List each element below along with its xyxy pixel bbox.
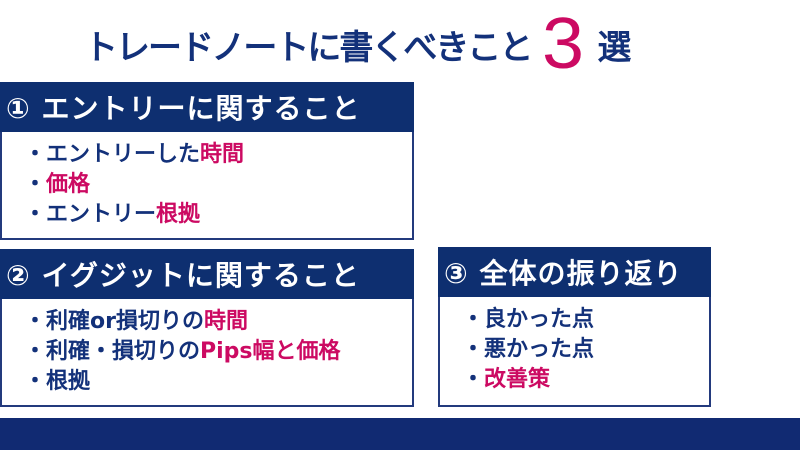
item-text: 良かった点 <box>484 307 595 332</box>
item-highlight: 改善策 <box>484 367 551 392</box>
item-text: 悪かった点 <box>484 337 595 362</box>
item-text: 利確・損切りの <box>46 339 201 364</box>
card-exit: ② イグジットに関すること ・利確or損切りの時間 ・利確・損切りのPips幅と… <box>0 249 414 407</box>
item-text: 根拠 <box>46 369 91 394</box>
bullet: ・ <box>24 309 47 334</box>
bullet: ・ <box>24 369 47 394</box>
item-highlight: 根拠 <box>156 202 201 227</box>
item-text: エントリーした <box>46 142 201 167</box>
card-heading: ③ 全体の振り返り <box>438 247 711 297</box>
card-review: ③ 全体の振り返り ・良かった点 ・悪かった点 ・改善策 <box>438 247 711 407</box>
list-item: ・エントリー根拠 <box>24 200 408 230</box>
list-item: ・利確・損切りのPips幅と価格 <box>24 337 408 367</box>
slide-title: トレードノートに書くべきこと 3 選 <box>84 8 631 80</box>
bullet: ・ <box>24 172 47 197</box>
item-highlight: Pips幅と価格 <box>200 339 341 364</box>
card-body: ・良かった点 ・悪かった点 ・改善策 <box>462 305 705 395</box>
bullet: ・ <box>24 202 47 227</box>
card-heading: ① エントリーに関すること <box>0 82 414 132</box>
list-item: ・悪かった点 <box>462 335 705 365</box>
card-body: ・エントリーした時間 ・価格 ・エントリー根拠 <box>24 140 408 230</box>
card-heading: ② イグジットに関すること <box>0 249 414 299</box>
bullet: ・ <box>24 339 47 364</box>
list-item: ・改善策 <box>462 365 705 395</box>
item-highlight: 価格 <box>46 172 91 197</box>
item-text: エントリー <box>46 202 157 227</box>
item-highlight: 時間 <box>203 309 248 334</box>
item-text: 利確or損切りの <box>46 309 204 334</box>
title-suffix: 選 <box>597 27 631 68</box>
list-item: ・根拠 <box>24 367 408 397</box>
title-text: トレードノートに書くべきこと <box>84 27 533 68</box>
footer-bar <box>0 418 800 450</box>
card-entry: ① エントリーに関すること ・エントリーした時間 ・価格 ・エントリー根拠 <box>0 82 414 240</box>
list-item: ・エントリーした時間 <box>24 140 408 170</box>
card-body: ・利確or損切りの時間 ・利確・損切りのPips幅と価格 ・根拠 <box>24 307 408 397</box>
bullet: ・ <box>462 367 485 392</box>
list-item: ・価格 <box>24 170 408 200</box>
item-highlight: 時間 <box>200 142 245 167</box>
list-item: ・良かった点 <box>462 305 705 335</box>
bullet: ・ <box>462 337 485 362</box>
list-item: ・利確or損切りの時間 <box>24 307 408 337</box>
title-number: 3 <box>542 4 585 84</box>
bullet: ・ <box>24 142 47 167</box>
bullet: ・ <box>462 307 485 332</box>
